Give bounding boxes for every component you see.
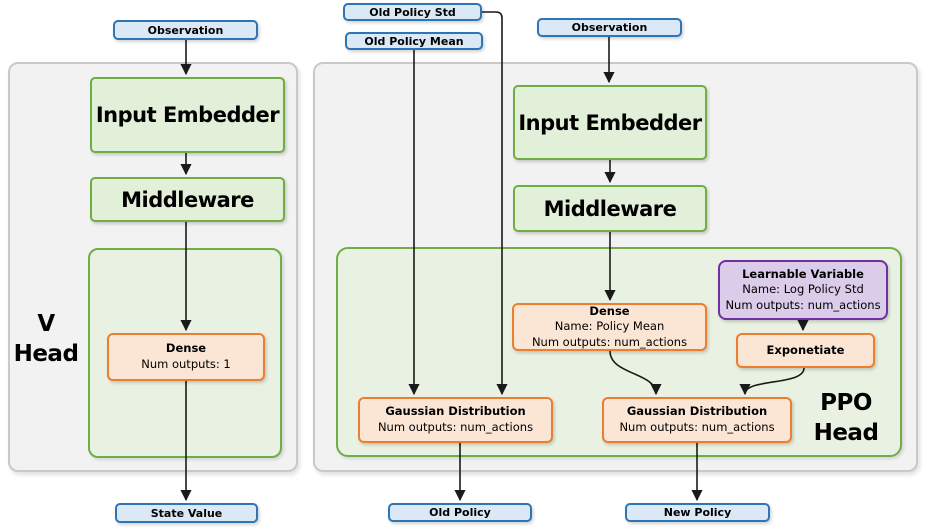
dense-layer-policy-mean: Dense Name: Policy Mean Num outputs: num… bbox=[512, 303, 707, 351]
v-head-label: V Head bbox=[12, 310, 80, 370]
input-embedder-right: Input Embedder bbox=[513, 85, 707, 160]
gaussian-title: Gaussian Distribution bbox=[385, 404, 526, 419]
arrow-exponetiate-to-gaussian-new bbox=[739, 367, 805, 396]
ppo-head-label-line1: PPO bbox=[820, 390, 872, 416]
old-policy-output: Old Policy bbox=[388, 503, 532, 522]
old-policy-std-input: Old Policy Std bbox=[343, 3, 482, 21]
gaussian-outputs: Num outputs: num_actions bbox=[619, 420, 775, 434]
arrow-old-policy-std-to-gaussian-old bbox=[482, 11, 508, 396]
new-policy-label: New Policy bbox=[663, 506, 732, 519]
dense-name: Name: Policy Mean bbox=[554, 319, 665, 334]
ppo-head-label-line2: Head bbox=[813, 419, 879, 446]
new-policy-output: New Policy bbox=[625, 503, 770, 522]
exponetiate-label: Exponetiate bbox=[766, 342, 845, 357]
state-value-label: State Value bbox=[150, 506, 223, 520]
gaussian-distribution-old: Gaussian Distribution Num outputs: num_a… bbox=[358, 397, 553, 443]
old-policy-mean-input: Old Policy Mean bbox=[345, 32, 483, 50]
old-policy-std-label: Old Policy Std bbox=[369, 5, 456, 19]
learnable-name: Name: Log Policy Std bbox=[742, 282, 864, 297]
observation-label: Observation bbox=[571, 21, 648, 34]
dense-layer-v: Dense Num outputs: 1 bbox=[107, 333, 265, 381]
dense-title: Dense bbox=[165, 341, 207, 356]
arrow-dense-to-gaussian-new bbox=[609, 350, 662, 396]
ppo-head-label: PPO Head bbox=[800, 389, 892, 449]
dense-outputs: Num outputs: num_actions bbox=[531, 334, 688, 349]
exponetiate-op: Exponetiate bbox=[736, 333, 875, 368]
observation-input-left: Observation bbox=[113, 20, 258, 40]
v-head-label-line1: V bbox=[37, 311, 55, 337]
input-embedder-label: Input Embedder bbox=[518, 110, 702, 135]
observation-label: Observation bbox=[147, 23, 224, 37]
gaussian-title: Gaussian Distribution bbox=[626, 404, 768, 419]
learnable-title: Learnable Variable bbox=[742, 266, 864, 281]
gaussian-distribution-new: Gaussian Distribution Num outputs: num_a… bbox=[602, 397, 792, 443]
old-policy-mean-label: Old Policy Mean bbox=[364, 34, 464, 48]
gaussian-outputs: Num outputs: num_actions bbox=[377, 420, 534, 434]
observation-input-right: Observation bbox=[537, 18, 682, 37]
middleware-left: Middleware bbox=[90, 177, 285, 222]
input-embedder-label: Input Embedder bbox=[95, 103, 280, 127]
learnable-outputs: Num outputs: num_actions bbox=[725, 297, 881, 312]
v-head-label-line2: Head bbox=[13, 340, 79, 367]
old-policy-label: Old Policy bbox=[429, 506, 491, 519]
middleware-label: Middleware bbox=[121, 187, 254, 212]
dense-title: Dense bbox=[589, 303, 630, 318]
dense-outputs: Num outputs: 1 bbox=[141, 357, 231, 371]
learnable-variable-log-policy-std: Learnable Variable Name: Log Policy Std … bbox=[718, 260, 888, 320]
state-value-output: State Value bbox=[115, 503, 258, 523]
middleware-label: Middleware bbox=[543, 196, 677, 221]
middleware-right: Middleware bbox=[513, 185, 707, 232]
input-embedder-left: Input Embedder bbox=[90, 77, 285, 153]
